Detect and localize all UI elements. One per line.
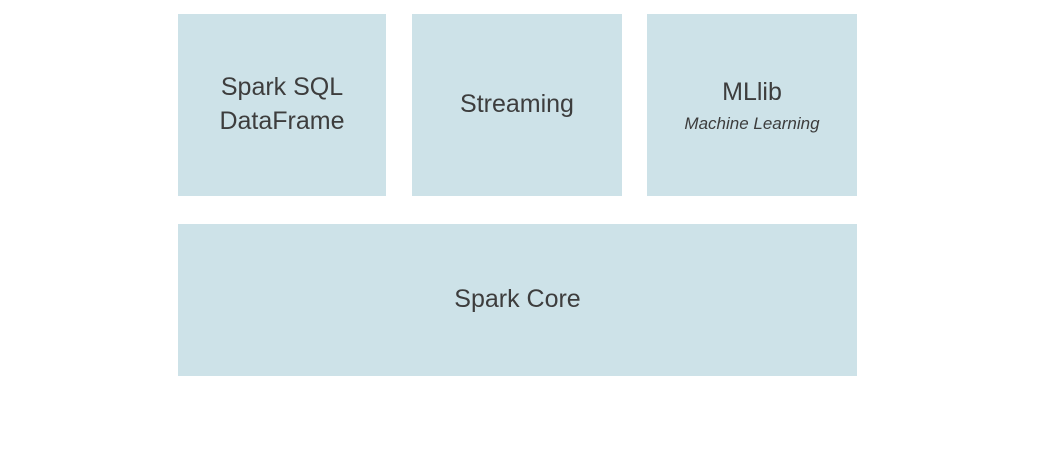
- mllib-subtitle: Machine Learning: [684, 113, 820, 133]
- mllib-box: MLlib Machine Learning: [647, 14, 857, 196]
- spark-core-label: Spark Core: [454, 285, 581, 314]
- spark-sql-box: Spark SQL DataFrame: [178, 14, 386, 196]
- streaming-label: Streaming: [460, 90, 574, 119]
- streaming-box: Streaming: [412, 14, 622, 196]
- spark-sql-label-line1: Spark SQL: [220, 73, 344, 102]
- mllib-label: MLlib: [722, 78, 782, 107]
- spark-sql-label-line2: DataFrame: [219, 107, 345, 135]
- spark-core-box: Spark Core: [178, 224, 857, 376]
